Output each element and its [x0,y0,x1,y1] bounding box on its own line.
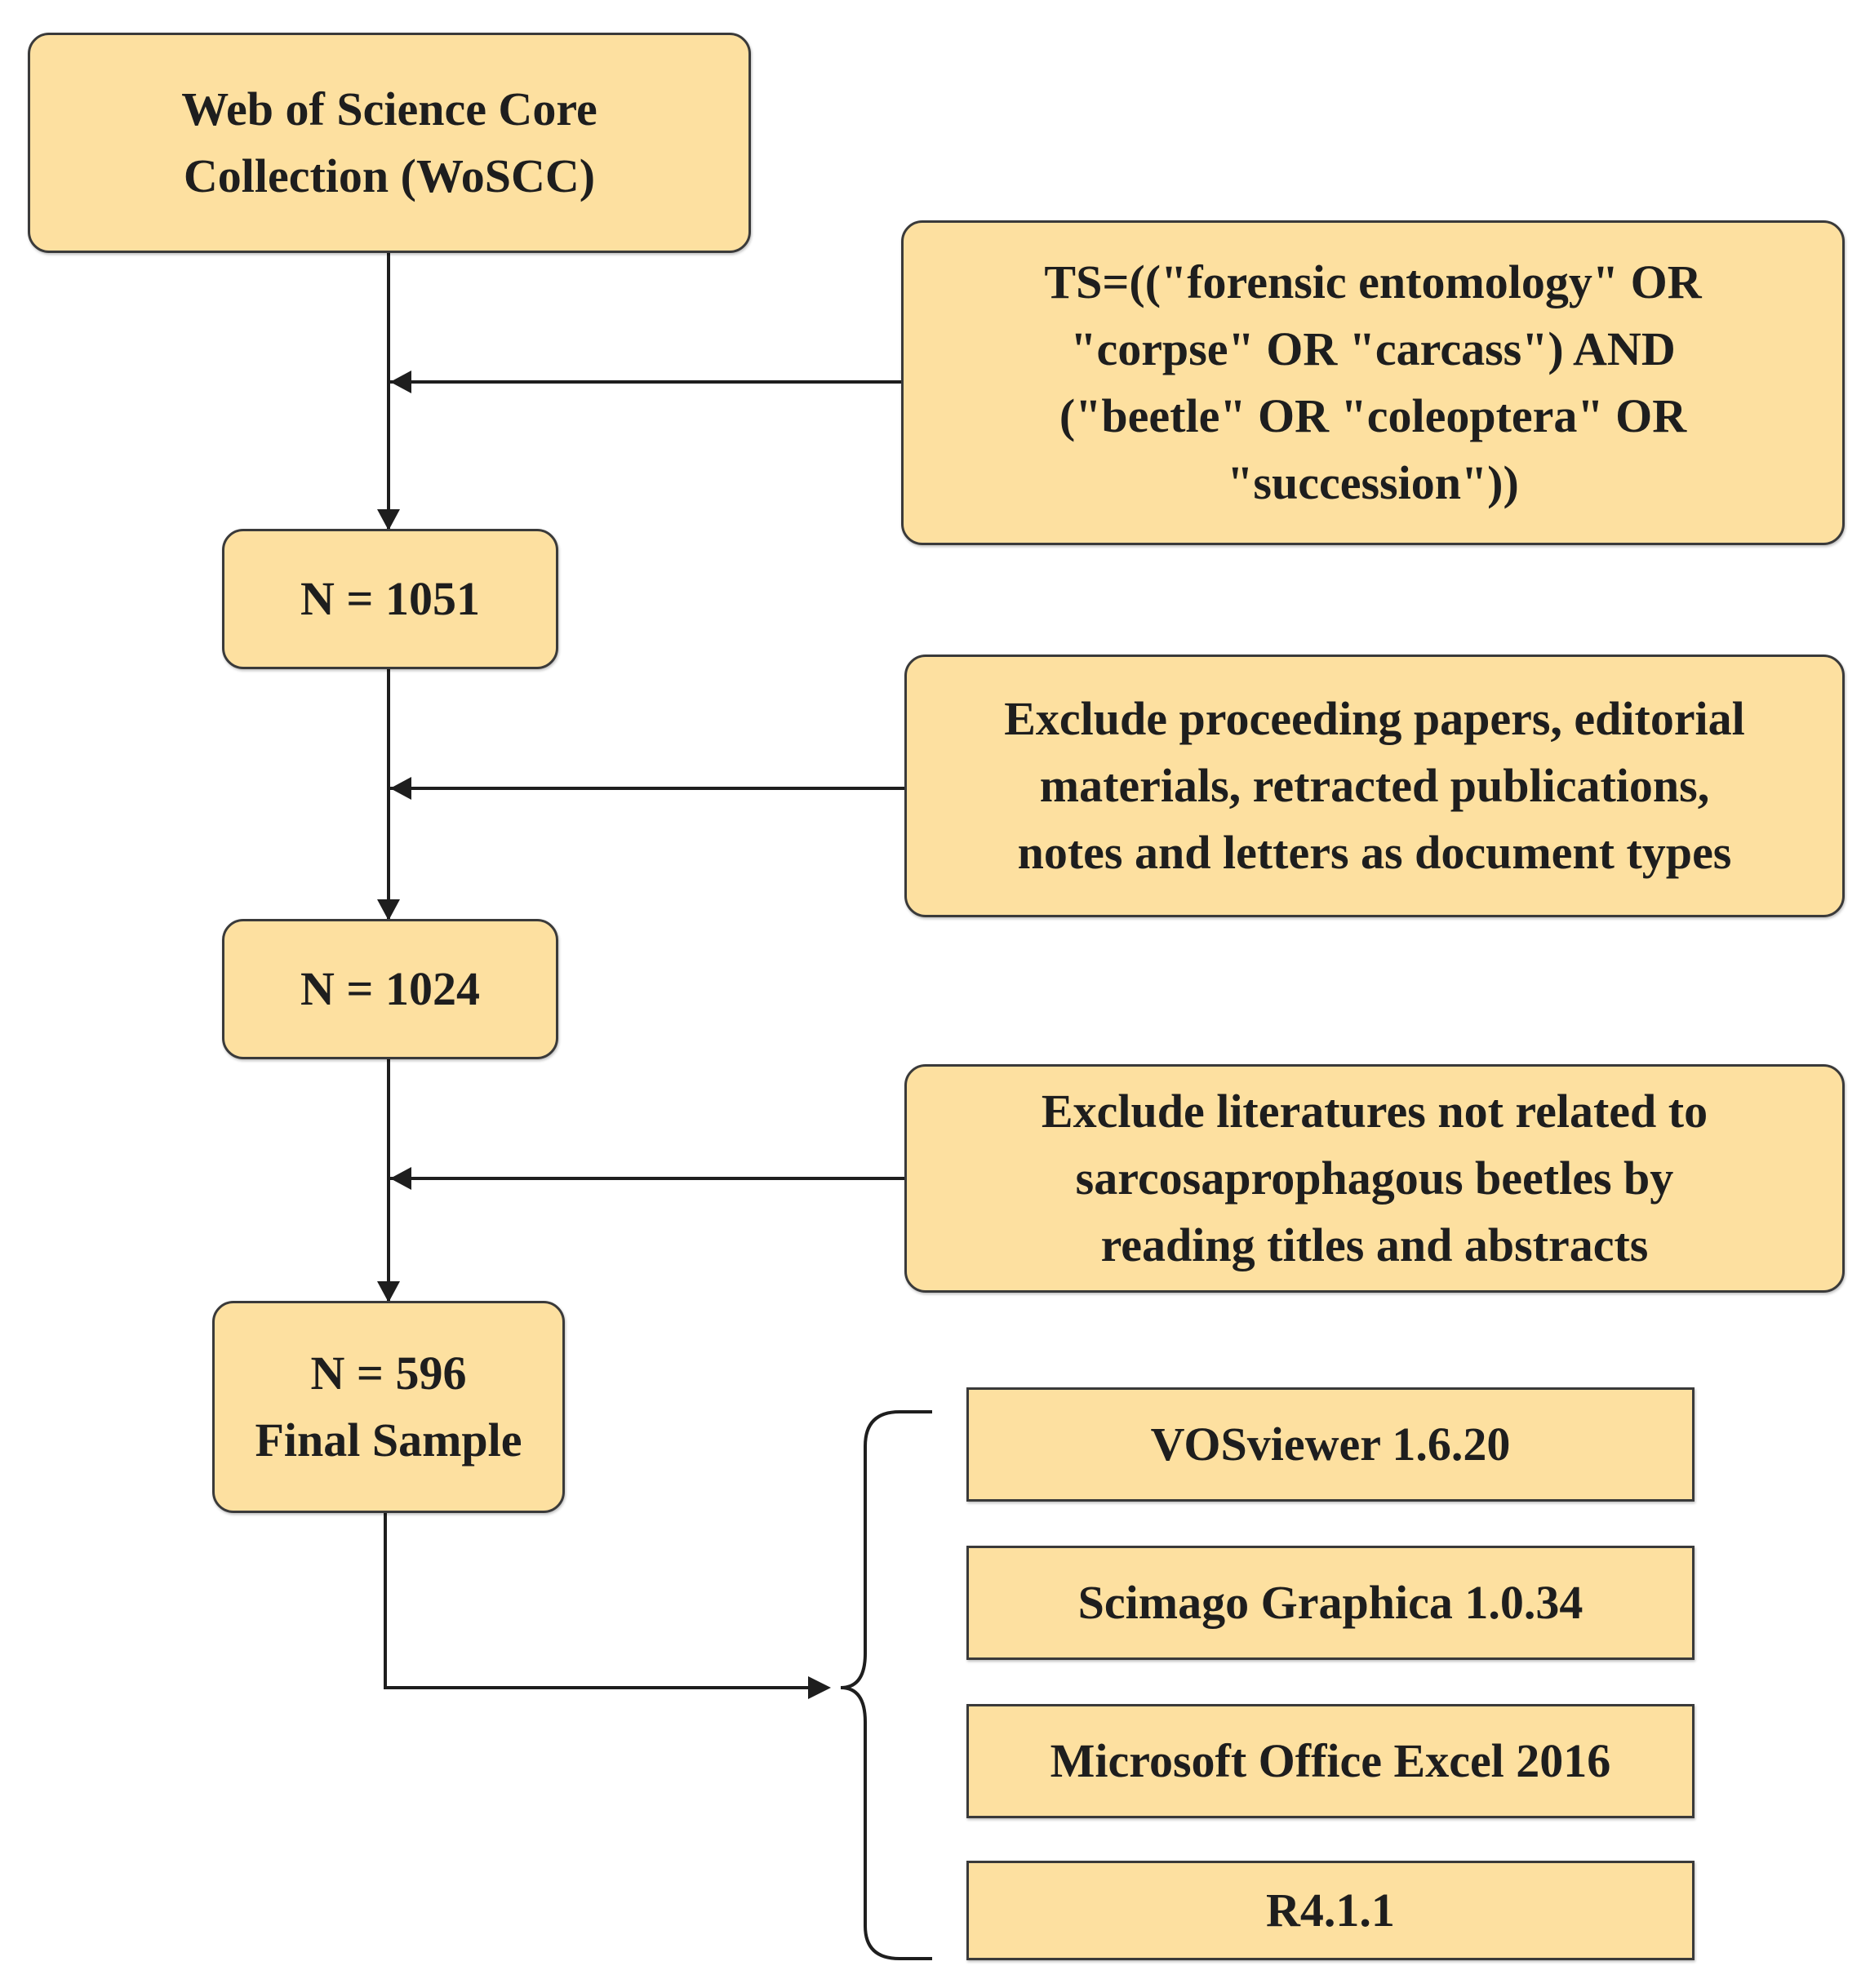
source-box: Web of Science Core Collection (WoSCC) [28,33,751,253]
tools-brace [840,1410,932,1960]
arrowhead-596 [377,1281,400,1302]
arrowhead-query [390,371,411,393]
tool-r: R4.1.1 [966,1861,1695,1960]
arrowhead-exclude1 [390,777,411,800]
tool-vosviewer: VOSviewer 1.6.20 [966,1387,1695,1502]
final-sample-box: N = 596 Final Sample [212,1301,565,1513]
tool-excel: Microsoft Office Excel 2016 [966,1704,1695,1818]
arrowhead-exclude2 [390,1167,411,1190]
arrow-final-to-tools [384,1513,824,1689]
exclusion-doc-types-box: Exclude proceeding papers, editorial mat… [904,655,1845,917]
arrowhead-1051 [377,509,400,530]
tool-scimago-graphica: Scimago Graphica 1.0.34 [966,1546,1695,1660]
arrowhead-1024 [377,899,400,921]
arrowhead-tools [808,1676,831,1699]
exclusion-relevance-box: Exclude literatures not related to sarco… [904,1064,1845,1293]
count-1051-box: N = 1051 [222,529,558,669]
search-query-box: TS=(("forensic entomology" OR "corpse" O… [901,220,1845,545]
count-1024-box: N = 1024 [222,919,558,1059]
